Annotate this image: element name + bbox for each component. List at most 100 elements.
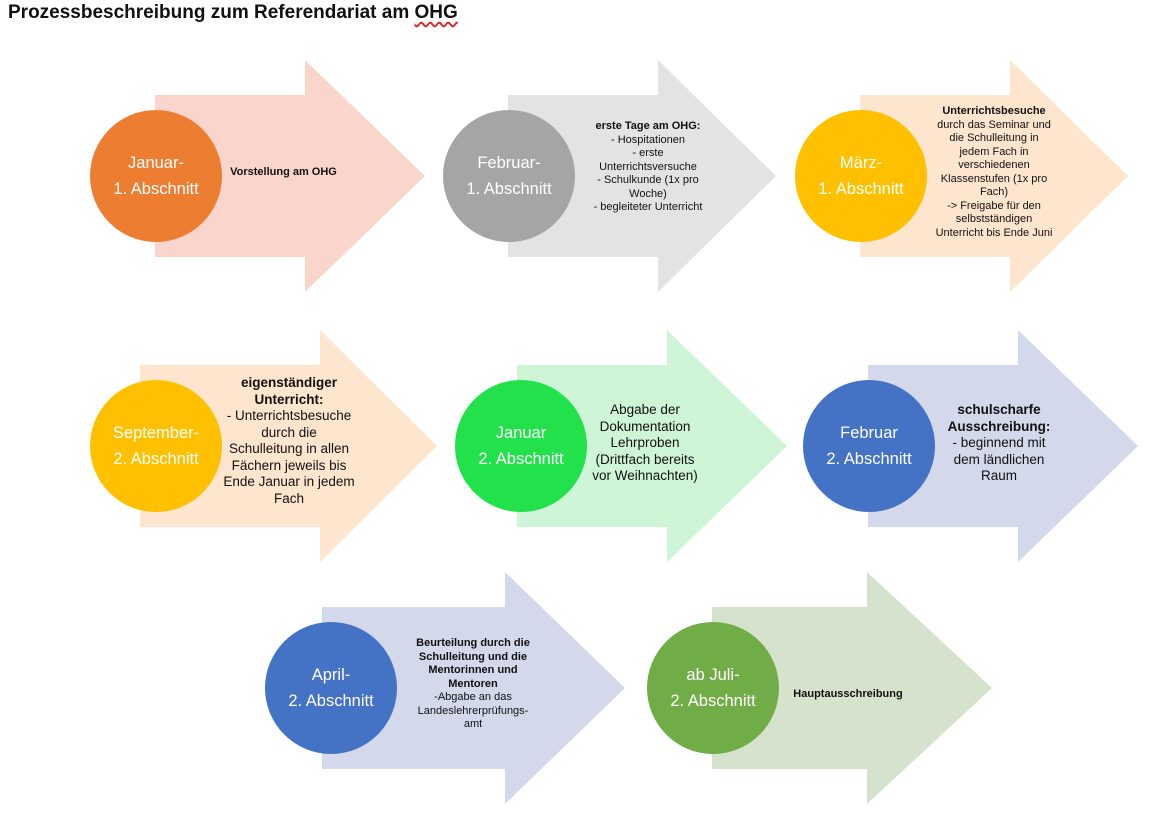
description-line: (Drittfach bereits: [595, 451, 695, 467]
arrow-body: [712, 572, 992, 804]
description-line: Abgabe der: [610, 402, 680, 417]
description-line: Ende Januar in jedem: [223, 474, 355, 489]
arrow-body: [322, 572, 625, 804]
step-description: erste Tage am OHG:- Hospitationen- erste…: [585, 120, 711, 215]
circle-section: 2. Abschnitt: [288, 692, 374, 710]
description-line: schulscharfe: [957, 402, 1041, 417]
description-line: - erste: [632, 147, 664, 159]
circle-section: 1. Abschnitt: [818, 180, 904, 198]
description-line: -> Freigabe für den: [947, 199, 1041, 212]
description-line: - Schulkunde (1x pro: [597, 174, 699, 186]
circle-section: 1. Abschnitt: [113, 180, 199, 198]
description-line: Vorstellung am OHG: [230, 166, 337, 178]
description-line: selbstständigen: [955, 213, 1033, 225]
description-line: - beginnend mit: [952, 435, 1046, 450]
description-line: -Abgabe an das: [434, 691, 512, 703]
circle-month: ab Juli-: [686, 666, 740, 684]
circle-month: April-: [311, 666, 351, 684]
arrow-body: [140, 330, 437, 562]
arrow-shape: [712, 572, 992, 804]
description-line: - Unterrichtsbesuche: [226, 408, 352, 423]
arrow-body: [508, 60, 776, 292]
circle-section: 2. Abschnitt: [826, 450, 912, 468]
description-line: Ausschreibung:: [947, 418, 1051, 434]
arrow-shape: [155, 60, 425, 292]
description-line: Fach: [273, 490, 304, 506]
circle-month: September-: [112, 424, 200, 442]
circle-month: Januar: [495, 424, 547, 442]
description-line: vor Weihnachten): [592, 468, 698, 483]
circle-month: Februar: [840, 424, 898, 442]
description-line: Mentoren: [448, 677, 498, 690]
description-line: verschiedenen: [958, 159, 1030, 171]
description-line: Beurteilung durch die: [416, 637, 530, 649]
description-line: durch die: [261, 424, 317, 440]
page-title: Prozessbeschreibung zum Referendariat am…: [8, 2, 458, 24]
description-line: Klassenstufen (1x pro: [940, 172, 1048, 185]
step-circle: Februar 2. Abschnitt: [803, 380, 935, 512]
circle-month: Januar-: [128, 154, 184, 172]
description-line: Schulleitung und die: [418, 650, 528, 663]
step-januar-1: Januar- 1. Abschnitt Vorstellung am OHG: [90, 60, 470, 300]
description-line: Unterrichtsversuche: [599, 160, 697, 173]
description-line: Woche): [629, 187, 667, 200]
circle-month: Februar-: [477, 154, 541, 172]
arrow-shape: [868, 330, 1138, 562]
step-circle: Januar- 1. Abschnitt: [90, 110, 222, 242]
description-line: Unterricht:: [254, 391, 324, 407]
description-line: jedem Fach in: [959, 145, 1029, 158]
description-line: erste Tage am OHG:: [595, 120, 701, 132]
description-line: eigenständiger: [240, 375, 338, 390]
description-line: - Hospitationen: [611, 133, 685, 146]
description-line: Raum: [980, 468, 1017, 483]
arrow-body: [868, 330, 1138, 562]
arrow-body: [517, 330, 787, 562]
step-circle: September- 2. Abschnitt: [90, 380, 222, 512]
step-description: Hauptausschreibung: [783, 688, 913, 702]
circle-section: 2. Abschnitt: [670, 692, 756, 710]
description-line: Unterricht bis Ende Juni: [935, 226, 1053, 239]
arrow-shape: [508, 60, 776, 292]
description-line: Hauptausschreibung: [793, 688, 903, 700]
arrow-shape: [517, 330, 787, 562]
title-text: Prozessbeschreibung zum Referendariat am: [8, 2, 415, 23]
description-line: Fach): [979, 186, 1009, 198]
step-circle: März- 1. Abschnitt: [795, 110, 927, 242]
arrow-shape: [322, 572, 625, 804]
circle-section: 2. Abschnitt: [113, 450, 199, 468]
step-description: Vorstellung am OHG: [226, 166, 341, 180]
description-line: Lehrproben: [610, 435, 680, 450]
title-ohg: OHG: [414, 2, 458, 23]
arrow-body: [860, 60, 1128, 292]
circle-section: 2. Abschnitt: [478, 450, 564, 468]
circle-month: März-: [839, 154, 883, 172]
description-line: Mentorinnen und: [428, 664, 518, 676]
description-line: Landeslehrerprüfungs-: [417, 704, 529, 717]
description-line: Unterrichtsbesuche: [942, 105, 1046, 117]
step-circle: Januar 2. Abschnitt: [455, 380, 587, 512]
step-circle: ab Juli- 2. Abschnitt: [647, 622, 779, 754]
description-line: durch das Seminar und: [937, 118, 1051, 131]
arrow-shape: [860, 60, 1128, 292]
description-line: Schulleitung in allen: [228, 441, 350, 456]
description-line: Dokumentation: [599, 418, 691, 434]
description-line: dem ländlichen: [953, 451, 1045, 467]
arrow-shape: [140, 330, 437, 562]
description-line: die Schulleitung in: [949, 132, 1039, 144]
description-line: Fächern jeweils bis: [231, 457, 347, 473]
description-line: amt: [463, 718, 483, 730]
step-circle: April- 2. Abschnitt: [265, 622, 397, 754]
step-circle: Februar-1. Abschnitt: [443, 110, 575, 242]
arrow-body: [155, 60, 425, 292]
